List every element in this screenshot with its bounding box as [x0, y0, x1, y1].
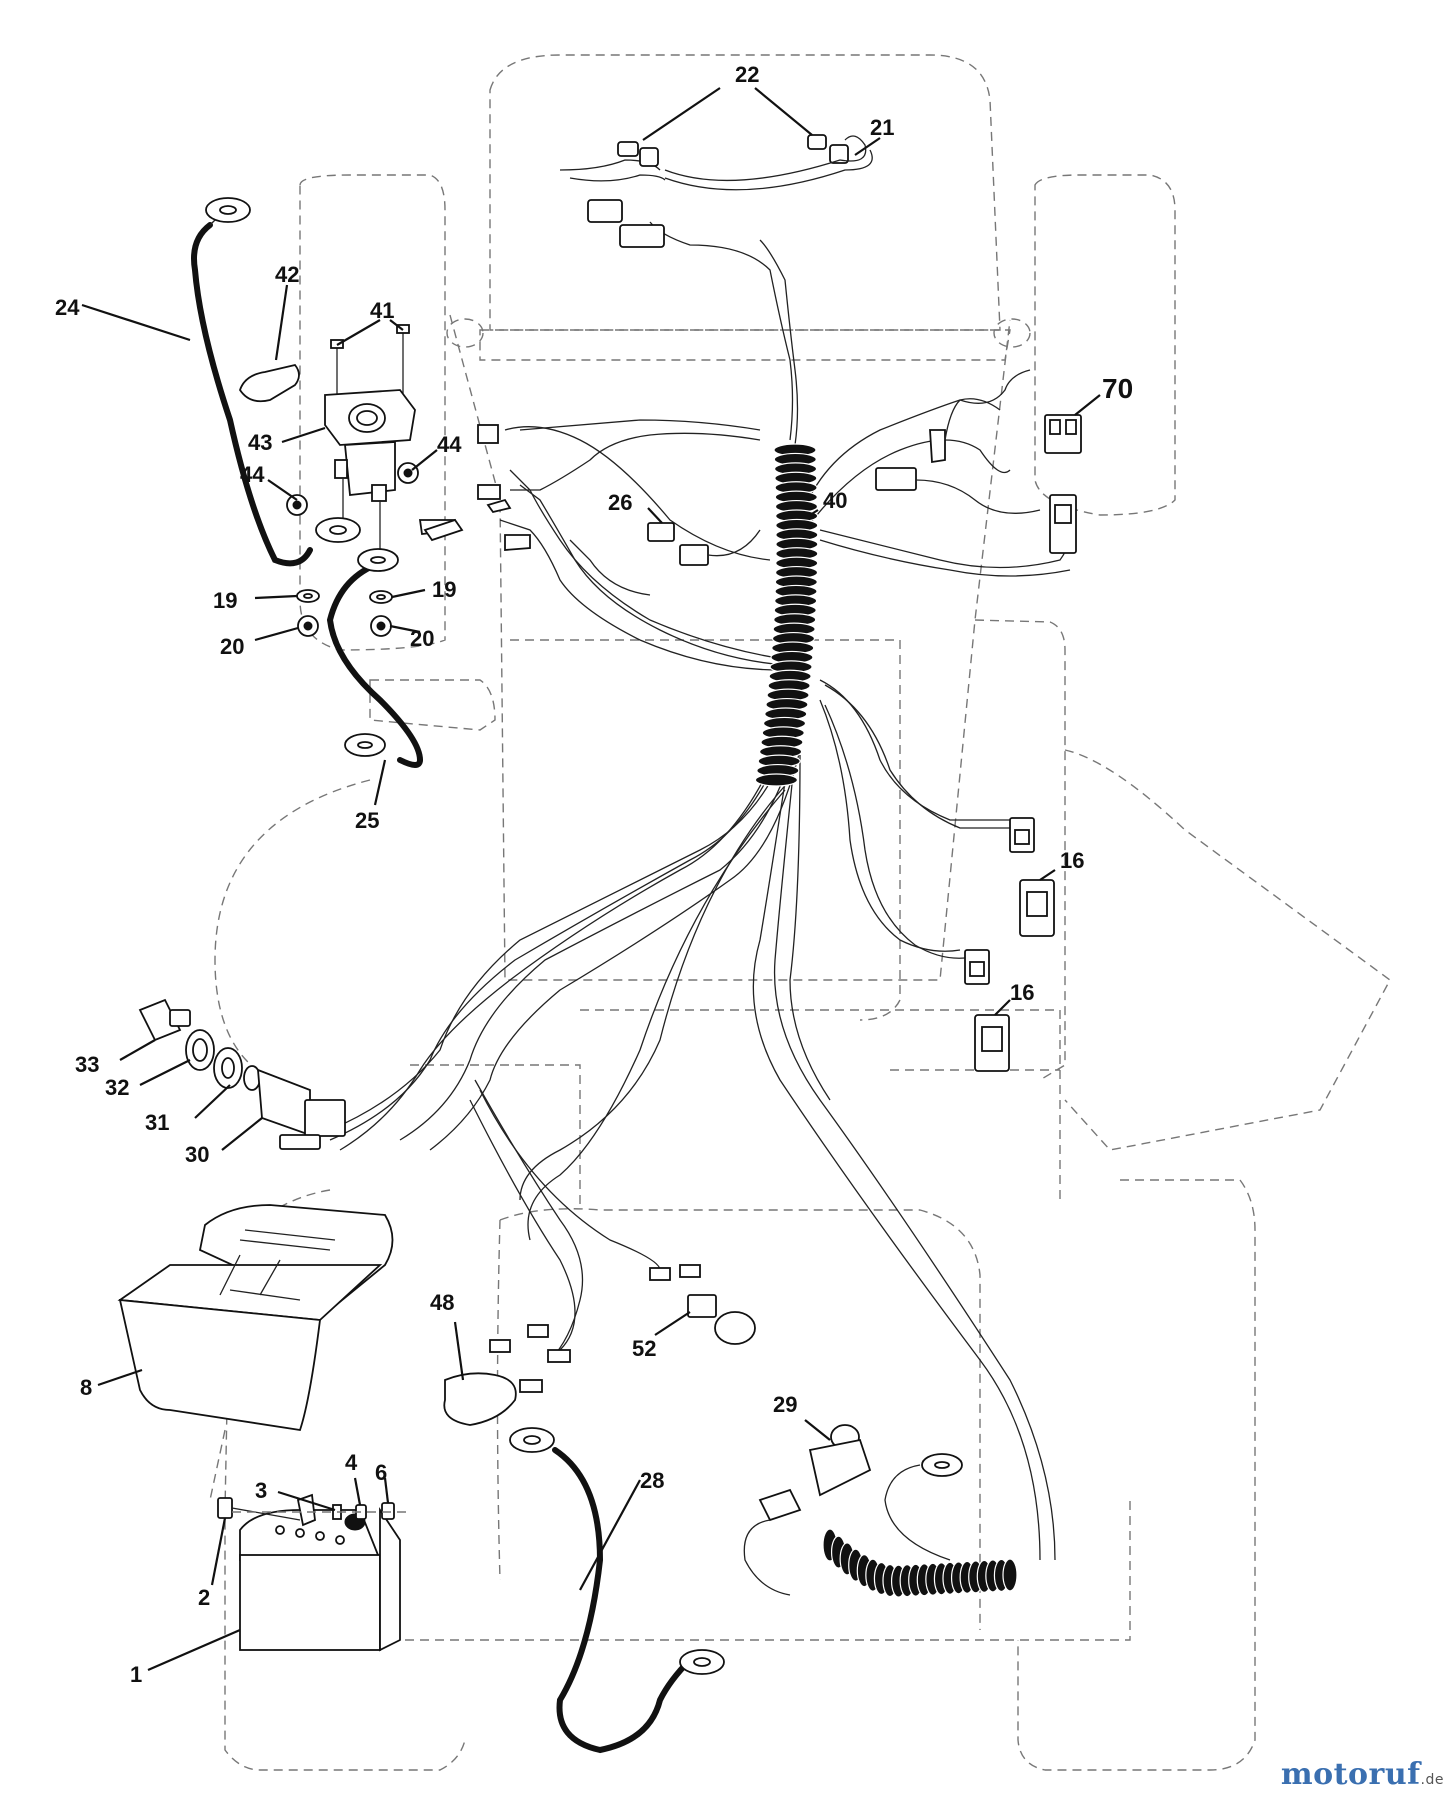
- pto-switch: [743, 1424, 963, 1596]
- battery-tray: [117, 1204, 394, 1432]
- callout-20-left: 20: [220, 634, 244, 659]
- callout-19-right: 19: [432, 577, 456, 602]
- battery: [217, 1493, 410, 1652]
- callout-48: 48: [430, 1290, 454, 1315]
- spiral-coil: [754, 773, 799, 787]
- callout-32: 32: [105, 1075, 129, 1100]
- callout-6: 6: [375, 1460, 387, 1485]
- callout-29: 29: [773, 1392, 797, 1417]
- reverse-switch-connectors: [443, 1264, 756, 1426]
- headlight-assembly: [559, 134, 873, 248]
- callout-2: 2: [198, 1585, 210, 1610]
- callout-28: 28: [640, 1468, 664, 1493]
- callout-30: 30: [185, 1142, 209, 1167]
- main-harness: [329, 221, 1076, 1561]
- callout-44-left: 44: [240, 462, 265, 487]
- watermark-logo: motoruf.de: [1281, 1757, 1444, 1792]
- watermark-brand: motoruf: [1280, 1757, 1421, 1792]
- callout-16-lower: 16: [1010, 980, 1034, 1005]
- callout-8: 8: [80, 1375, 92, 1400]
- callout-44-right: 44: [437, 432, 462, 457]
- watermark-domain: .de: [1420, 1772, 1444, 1788]
- callout-33: 33: [75, 1052, 99, 1077]
- callout-19-left: 19: [213, 588, 237, 613]
- ignition-switch: [138, 998, 346, 1150]
- leader-lines: [81, 87, 1101, 1672]
- callout-1: 1: [130, 1662, 142, 1687]
- seat-switch-connectors: [964, 817, 1055, 1072]
- callout-labels: 22 21 24 42 41 43 44 44 19 19 20 20 25 2…: [55, 62, 1133, 1687]
- callout-25: 25: [355, 808, 379, 833]
- pto-coil-turn: [1002, 1558, 1018, 1592]
- spiral-wrap: [754, 443, 819, 787]
- callout-22: 22: [735, 62, 759, 87]
- callout-70: 70: [1102, 373, 1133, 404]
- callout-43: 43: [248, 430, 272, 455]
- callout-31: 31: [145, 1110, 169, 1135]
- callout-41: 41: [370, 298, 394, 323]
- pto-coiled-cord: [822, 1528, 1018, 1598]
- relay-assembly: [875, 398, 1082, 554]
- fuse-connector: [647, 522, 761, 566]
- callout-52: 52: [632, 1336, 656, 1361]
- callout-21: 21: [870, 115, 894, 140]
- callout-42: 42: [275, 262, 299, 287]
- callout-24: 24: [55, 295, 80, 320]
- callout-20-right: 20: [410, 626, 434, 651]
- washers-and-nuts: [296, 589, 393, 637]
- callout-40: 40: [823, 488, 847, 513]
- callout-3: 3: [255, 1478, 267, 1503]
- battery-cables: [191, 197, 725, 1754]
- callout-16-upper: 16: [1060, 848, 1084, 873]
- callout-4: 4: [345, 1450, 358, 1475]
- callout-26: 26: [608, 490, 632, 515]
- starter-solenoid: [239, 324, 512, 555]
